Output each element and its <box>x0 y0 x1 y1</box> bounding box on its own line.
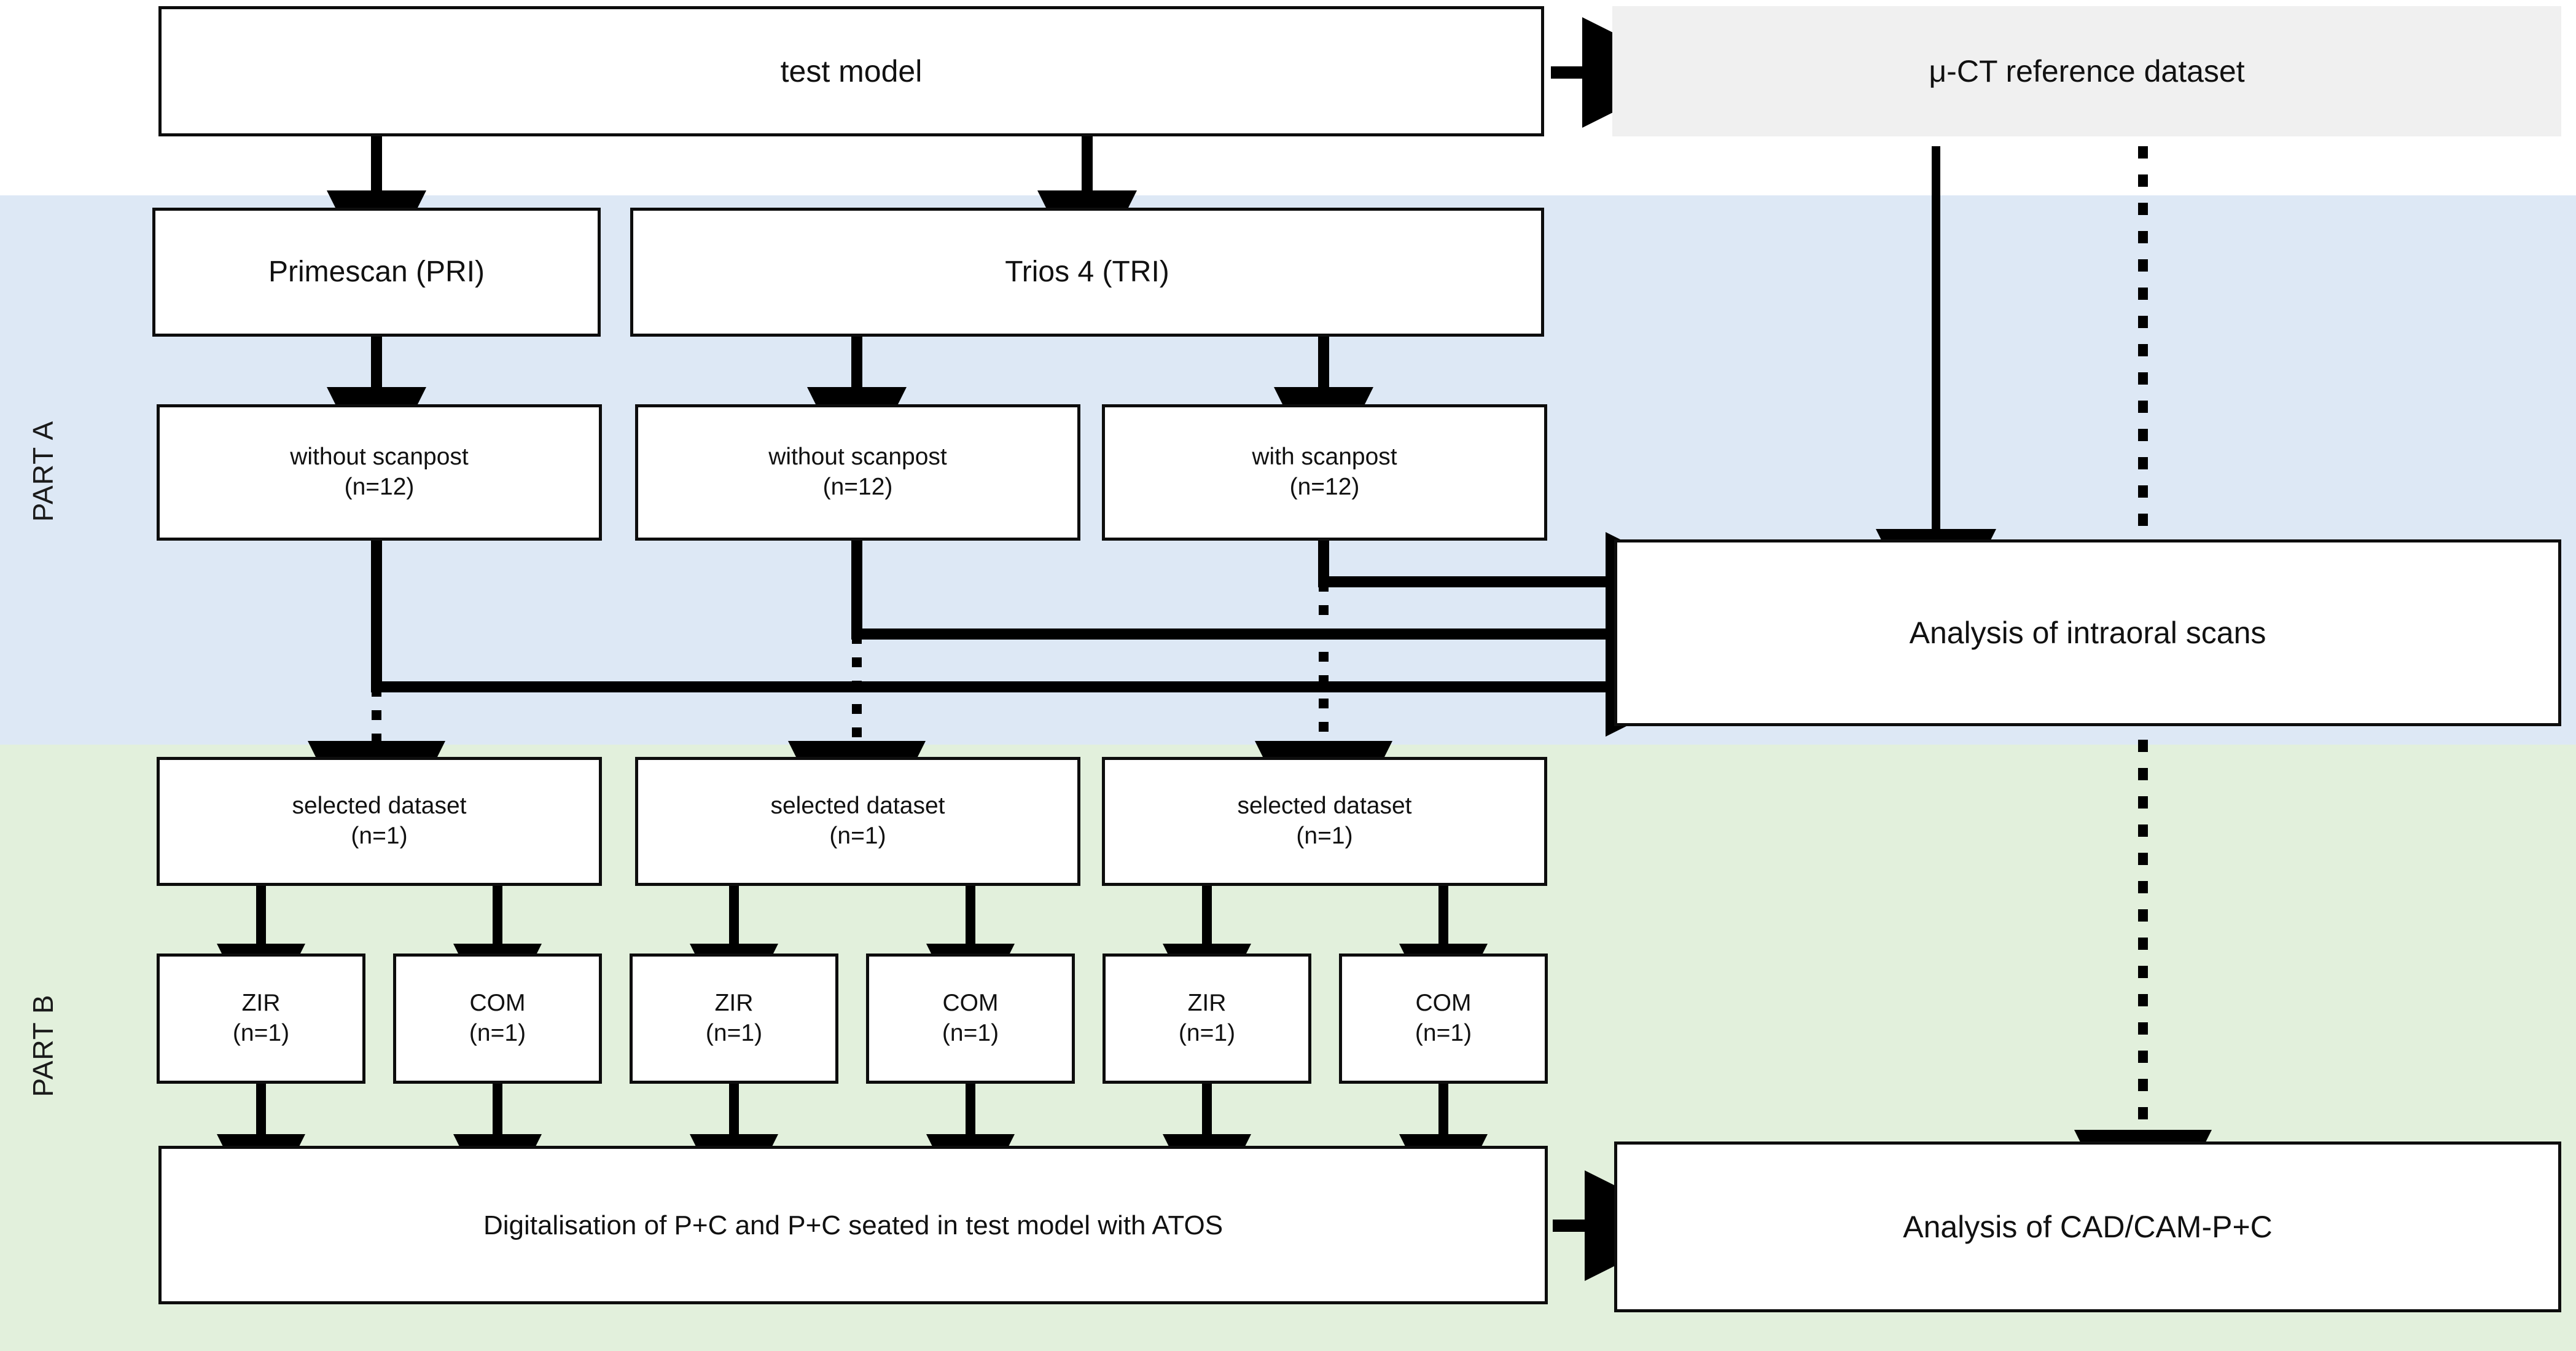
node-com-3[interactable]: COM (n=1) <box>1339 954 1548 1084</box>
node-analysis-cadcam[interactable]: Analysis of CAD/CAM-P+C <box>1614 1141 2561 1312</box>
node-zir-3-count: (n=1) <box>1178 1020 1236 1046</box>
node-com-2[interactable]: COM (n=1) <box>866 954 1075 1084</box>
node-zir-2[interactable]: ZIR (n=1) <box>630 954 838 1084</box>
node-zir-1[interactable]: ZIR (n=1) <box>157 954 365 1084</box>
node-com-3-label: COM <box>1415 990 1472 1017</box>
node-primescan-label: Primescan (PRI) <box>268 256 485 288</box>
node-selected-dataset-1-label: selected dataset <box>292 793 467 820</box>
node-zir-1-count: (n=1) <box>232 1020 290 1046</box>
part-a-label: PART A <box>27 420 59 522</box>
node-com-1-label: COM <box>469 990 526 1017</box>
node-selected-dataset-2-count: (n=1) <box>829 823 886 849</box>
node-com-1-count: (n=1) <box>469 1020 526 1046</box>
node-trios[interactable]: Trios 4 (TRI) <box>630 208 1544 337</box>
part-b-label: PART B <box>27 994 59 1097</box>
node-reference-dataset[interactable]: μ-CT reference dataset <box>1612 6 2561 136</box>
node-com-2-label: COM <box>942 990 999 1017</box>
node-com-2-count: (n=1) <box>942 1020 999 1046</box>
node-analysis-intraoral-label: Analysis of intraoral scans <box>1909 615 2266 650</box>
node-tri-with-scanpost-count: (n=12) <box>1289 474 1360 500</box>
node-selected-dataset-2[interactable]: selected dataset (n=1) <box>635 757 1080 886</box>
node-digitalisation[interactable]: Digitalisation of P+C and P+C seated in … <box>158 1146 1548 1304</box>
node-selected-dataset-1-count: (n=1) <box>351 823 408 849</box>
node-selected-dataset-3[interactable]: selected dataset (n=1) <box>1102 757 1547 886</box>
node-com-3-count: (n=1) <box>1415 1020 1472 1046</box>
node-zir-2-label: ZIR <box>714 990 754 1017</box>
node-selected-dataset-3-label: selected dataset <box>1237 793 1412 820</box>
node-analysis-cadcam-label: Analysis of CAD/CAM-P+C <box>1903 1209 2273 1244</box>
node-zir-3-label: ZIR <box>1187 990 1227 1017</box>
node-selected-dataset-3-count: (n=1) <box>1296 823 1353 849</box>
node-test-model-label: test model <box>780 53 923 88</box>
node-selected-dataset-2-label: selected dataset <box>770 793 945 820</box>
node-tri-with-scanpost[interactable]: with scanpost (n=12) <box>1102 404 1547 541</box>
node-pri-without-scanpost[interactable]: without scanpost (n=12) <box>157 404 602 541</box>
node-trios-label: Trios 4 (TRI) <box>1005 256 1169 288</box>
node-primescan[interactable]: Primescan (PRI) <box>152 208 601 337</box>
node-zir-1-label: ZIR <box>241 990 281 1017</box>
node-com-1[interactable]: COM (n=1) <box>393 954 602 1084</box>
node-reference-dataset-label: μ-CT reference dataset <box>1929 53 2245 88</box>
node-pri-without-scanpost-label: without scanpost <box>290 444 469 471</box>
node-pri-without-scanpost-count: (n=12) <box>344 474 415 500</box>
node-selected-dataset-1[interactable]: selected dataset (n=1) <box>157 757 602 886</box>
node-tri-without-scanpost-count: (n=12) <box>822 474 893 500</box>
node-tri-without-scanpost[interactable]: without scanpost (n=12) <box>635 404 1080 541</box>
node-digitalisation-label: Digitalisation of P+C and P+C seated in … <box>483 1210 1224 1240</box>
node-zir-2-count: (n=1) <box>705 1020 763 1046</box>
node-analysis-intraoral[interactable]: Analysis of intraoral scans <box>1614 539 2561 726</box>
node-tri-without-scanpost-label: without scanpost <box>768 444 947 471</box>
node-tri-with-scanpost-label: with scanpost <box>1252 444 1397 471</box>
node-zir-3[interactable]: ZIR (n=1) <box>1103 954 1311 1084</box>
node-test-model[interactable]: test model <box>158 6 1544 136</box>
